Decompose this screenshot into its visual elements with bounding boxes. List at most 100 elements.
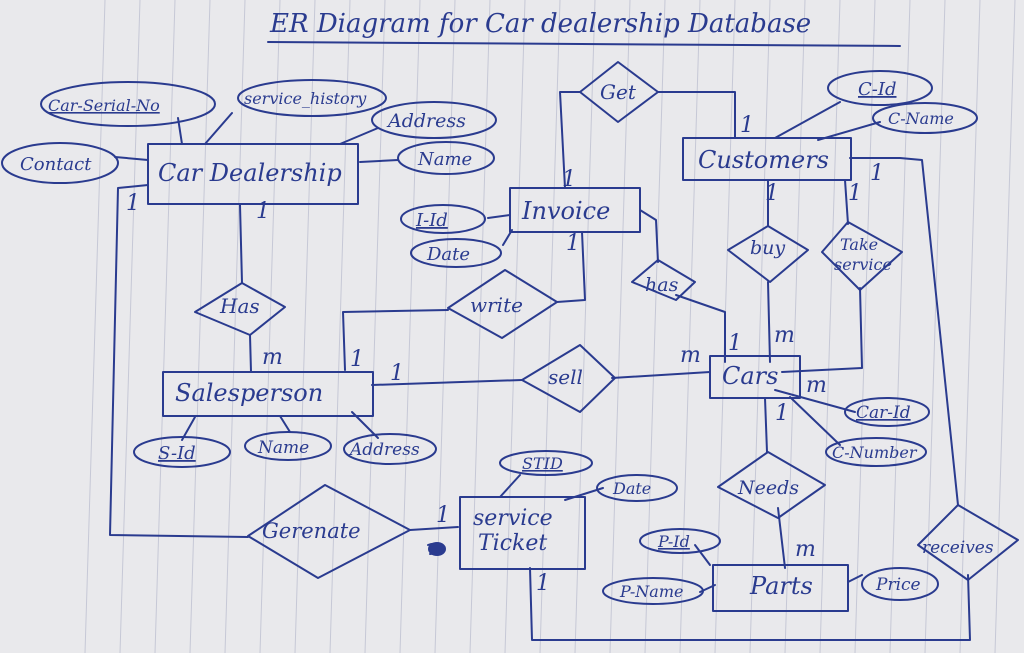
svg-text:1: 1 [740, 113, 754, 138]
svg-text:Ticket: Ticket [478, 531, 547, 556]
svg-text:Get: Get [600, 80, 637, 104]
entity-cars: Cars [709, 355, 801, 399]
svg-text:S-Id: S-Id [158, 443, 196, 464]
svg-text:Address: Address [386, 110, 466, 132]
svg-text:P-Id: P-Id [657, 532, 690, 551]
svg-text:1: 1 [562, 167, 576, 192]
relationship-buy: buy [727, 225, 809, 283]
svg-text:Customers: Customers [698, 146, 829, 174]
relationship-sell: sell [521, 344, 616, 413]
attribute-i-id: I-Id [400, 204, 486, 234]
attribute-c-name: C-Name [872, 102, 978, 134]
attribute-p-id: P-Id [639, 528, 721, 554]
attribute-price: Price [861, 567, 939, 601]
svg-text:Car-Id: Car-Id [856, 403, 911, 423]
entity-service-ticket: service Ticket [459, 496, 586, 570]
svg-text:Date: Date [426, 244, 470, 265]
svg-text:m: m [795, 537, 816, 562]
svg-text:Contact: Contact [20, 154, 92, 175]
attribute-stid: STID [499, 450, 593, 476]
svg-text:Name: Name [417, 149, 472, 170]
svg-text:m: m [774, 323, 795, 348]
diagram-title: ER Diagram for Car dealership Database [269, 9, 811, 39]
svg-text:Take: Take [840, 235, 878, 254]
svg-text:1: 1 [775, 401, 789, 426]
relationship-generate: Gerenate [247, 484, 411, 579]
svg-text:Car-Serial-No: Car-Serial-No [48, 96, 160, 115]
attribute-address-salesperson: Address [343, 433, 437, 465]
entity-car-dealership: Car Dealership [147, 143, 359, 205]
svg-text:service: service [473, 506, 553, 531]
svg-text:write: write [470, 293, 523, 317]
svg-text:1: 1 [256, 199, 270, 224]
relationship-take-service: Take service [821, 221, 903, 291]
svg-text:1: 1 [728, 331, 742, 356]
svg-text:C-Id: C-Id [858, 79, 897, 100]
relationship-has-invoice: has [631, 259, 696, 301]
svg-text:1: 1 [566, 231, 580, 256]
attribute-contact: Contact [1, 142, 119, 184]
svg-text:buy: buy [750, 237, 785, 259]
attribute-car-id: Car-Id [844, 397, 930, 427]
svg-text:Has: Has [219, 294, 260, 318]
attribute-car-serial-no: Car-Serial-No [40, 81, 216, 127]
attribute-s-id: S-Id [133, 436, 231, 468]
scribble-mark [427, 542, 446, 556]
svg-text:Salesperson: Salesperson [175, 379, 323, 407]
svg-text:Car Dealership: Car Dealership [158, 159, 342, 187]
title-underline [267, 41, 901, 47]
attribute-name-dealer: Name [397, 141, 495, 175]
relationship-needs: Needs [717, 451, 826, 519]
svg-text:Price: Price [875, 575, 921, 595]
svg-text:C-Number: C-Number [832, 443, 918, 462]
svg-text:Name: Name [257, 438, 309, 458]
svg-text:has: has [645, 274, 679, 296]
svg-text:sell: sell [548, 365, 583, 389]
attribute-date-ticket: Date [596, 474, 678, 502]
svg-text:m: m [680, 343, 701, 368]
entity-salesperson: Salesperson [162, 371, 374, 417]
svg-text:m: m [806, 373, 827, 398]
svg-text:m: m [262, 345, 283, 370]
ruled-lines [84, 0, 1016, 653]
attribute-c-id: C-Id [827, 70, 933, 106]
entity-customers: Customers [682, 137, 852, 181]
svg-text:Invoice: Invoice [521, 197, 610, 225]
attribute-name-salesperson: Name [244, 431, 332, 461]
svg-text:Date: Date [612, 479, 651, 498]
svg-text:Cars: Cars [722, 362, 778, 390]
svg-text:1: 1 [390, 361, 404, 386]
svg-text:Address: Address [348, 440, 420, 460]
svg-text:STID: STID [522, 454, 563, 473]
relationship-receives: receives [917, 504, 1019, 581]
relationship-write: write [447, 269, 558, 339]
svg-text:1: 1 [536, 571, 550, 596]
cardinality-marks: 1 m 1 1 1 1 1 1 1 m 1 m 1 1 1 m 1 m 1 [126, 113, 884, 596]
svg-text:Parts: Parts [749, 572, 813, 600]
attribute-p-name: P-Name [602, 577, 704, 605]
svg-text:1: 1 [765, 181, 779, 206]
relationship-get: Get [579, 61, 659, 123]
svg-text:Needs: Needs [737, 477, 799, 499]
attribute-c-number: C-Number [825, 437, 927, 467]
svg-text:1: 1 [350, 347, 364, 372]
svg-text:P-Name: P-Name [619, 582, 683, 601]
svg-text:service: service [834, 255, 892, 274]
svg-text:1: 1 [870, 161, 884, 186]
attribute-service-history: service_history [237, 79, 387, 117]
svg-text:Gerenate: Gerenate [262, 519, 361, 543]
svg-text:service_history: service_history [244, 89, 367, 108]
attribute-date-invoice: Date [410, 238, 502, 268]
relationship-has-dealer: Has [194, 282, 286, 336]
svg-text:1: 1 [848, 181, 862, 206]
entity-invoice: Invoice [509, 187, 641, 233]
svg-text:1: 1 [436, 503, 450, 528]
entity-parts: Parts [712, 564, 849, 612]
attribute-address-dealer: Address [371, 101, 497, 139]
svg-text:I-Id: I-Id [415, 210, 448, 231]
svg-text:1: 1 [126, 191, 140, 216]
svg-text:receives: receives [922, 538, 994, 558]
svg-text:C-Name: C-Name [888, 109, 954, 128]
